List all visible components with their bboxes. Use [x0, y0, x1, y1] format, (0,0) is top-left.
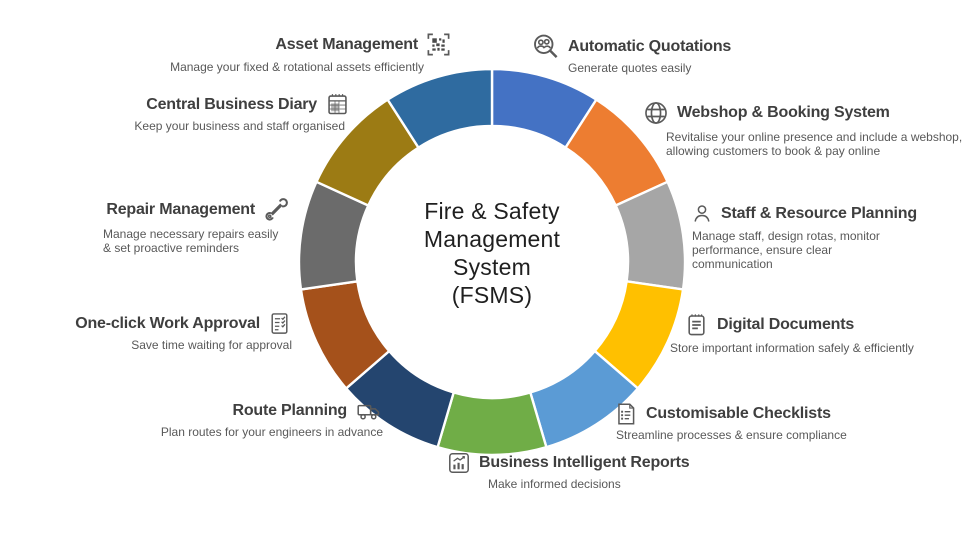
- center-title-line: System: [453, 254, 531, 280]
- label-title: Staff & Resource Planning: [721, 205, 917, 222]
- label-webshop-booking-system: Webshop & Booking System Revitalise your…: [642, 99, 972, 158]
- checklist-doc-icon: [618, 403, 635, 425]
- label-title: Central Business Diary: [146, 95, 317, 113]
- approval-doc-icon: [271, 313, 288, 334]
- label-subtitle: Generate quotes easily: [568, 61, 692, 75]
- label-subtitle: Manage necessary repairs easily & set pr…: [103, 227, 279, 255]
- label-customisable-checklists: Customisable Checklists Streamline proce…: [613, 401, 903, 442]
- label-subtitle: Plan routes for your engineers in advanc…: [160, 425, 383, 439]
- center-title-line: Management: [423, 226, 561, 252]
- label-repair-management: Repair Management Manage necessary repai…: [103, 195, 291, 255]
- label-subtitle: Streamline processes & ensure compliance: [616, 428, 847, 442]
- label-staff-resource-planning: Staff & Resource Planning Manage staff, …: [690, 202, 930, 271]
- label-subtitle: Make informed decisions: [488, 477, 621, 491]
- center-title-line: (FSMS): [451, 282, 533, 308]
- label-title: Webshop & Booking System: [677, 104, 890, 121]
- label-business-intelligent-reports: Business Intelligent Reports Make inform…: [446, 450, 726, 491]
- label-digital-documents: Digital Documents Store important inform…: [670, 311, 970, 355]
- label-subtitle: Manage staff, design rotas, monitor perf…: [692, 229, 880, 271]
- label-subtitle: Store important information safely & eff…: [670, 341, 914, 355]
- calendar-diary-icon: [328, 94, 347, 115]
- donut-segment-business-intelligent-reports: [436, 391, 548, 457]
- label-route-planning: Route Planning Plan routes for your engi…: [145, 398, 383, 439]
- label-central-business-diary: Central Business Diary Keep your busines…: [108, 91, 351, 133]
- label-title: Asset Management: [275, 35, 418, 53]
- label-title: Customisable Checklists: [646, 405, 831, 422]
- globe-icon: [645, 102, 667, 124]
- donut-segment-asset-management: [386, 67, 494, 150]
- label-asset-management: Asset Management Manage your fixed & rot…: [150, 31, 452, 74]
- label-subtitle: Save time waiting for approval: [131, 338, 292, 352]
- label-one-click-work-approval: One-click Work Approval Save time waitin…: [75, 310, 292, 352]
- label-subtitle: Keep your business and staff organised: [134, 119, 345, 133]
- label-title: Route Planning: [232, 402, 347, 419]
- label-title: One-click Work Approval: [75, 314, 260, 332]
- person-icon: [694, 205, 710, 222]
- qr-scan-icon: [427, 33, 450, 56]
- label-title: Automatic Quotations: [568, 38, 732, 55]
- donut-svg: [297, 67, 687, 457]
- truck-icon: [357, 404, 380, 420]
- label-title: Digital Documents: [717, 316, 855, 333]
- label-subtitle: Manage your fixed & rotational assets ef…: [170, 60, 424, 74]
- notepad-icon: [688, 314, 705, 336]
- label-automatic-quotations: Automatic Quotations Generate quotes eas…: [531, 32, 831, 75]
- label-title: Business Intelligent Reports: [479, 454, 690, 471]
- center-title: Fire & Safety Management System (FSMS): [362, 197, 622, 309]
- label-subtitle: Revitalise your online presence and incl…: [666, 130, 963, 158]
- label-title: Repair Management: [106, 200, 255, 218]
- center-title-line: Fire & Safety: [424, 198, 560, 224]
- magnifier-people-icon: [534, 34, 558, 59]
- fsms-donut-chart: [292, 62, 692, 462]
- chart-report-icon: [449, 453, 469, 473]
- wrench-icon: [265, 198, 288, 221]
